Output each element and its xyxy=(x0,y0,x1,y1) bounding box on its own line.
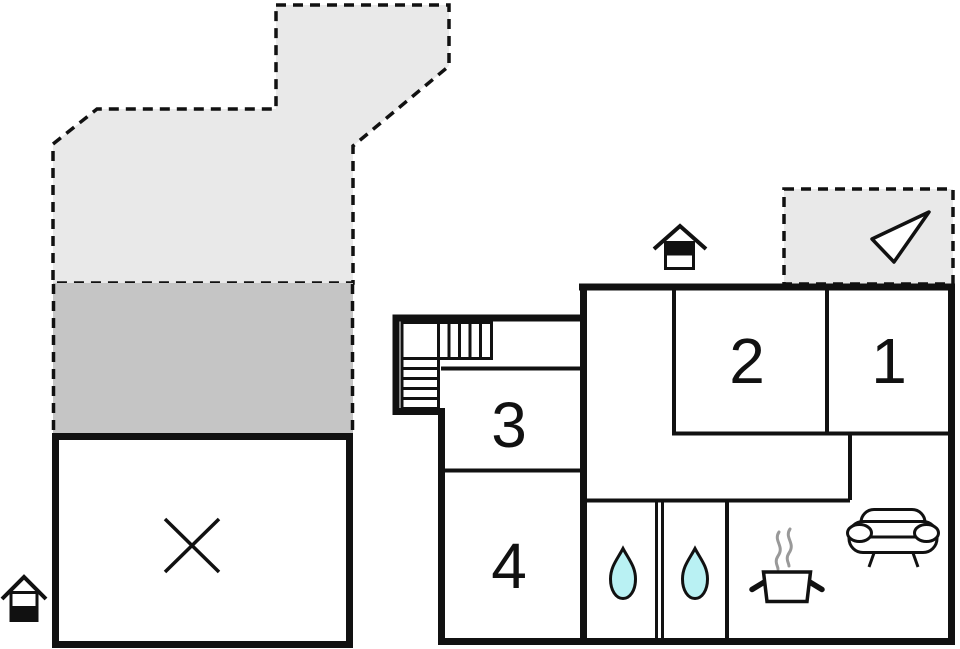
house-top-roof xyxy=(652,223,708,251)
terrace-lower-dashed-area xyxy=(51,283,355,433)
stairs-landing xyxy=(400,321,440,360)
terrace-topright-fill xyxy=(782,187,955,286)
stairs-lower-treads xyxy=(402,367,439,400)
closed-room xyxy=(52,433,353,648)
interior-walls xyxy=(441,287,950,642)
terrace-topright-dashed-area xyxy=(782,187,955,286)
stairs-upper-treads xyxy=(447,322,482,359)
room-1-label: 1 xyxy=(871,325,907,397)
house-top-dark-band xyxy=(665,242,694,256)
cooking-pot-icon xyxy=(749,527,825,604)
sofa-icon xyxy=(846,508,940,568)
terrace-upper-outline xyxy=(51,3,451,285)
x-mark-icon xyxy=(163,517,221,574)
stairs-upper-run xyxy=(437,321,493,360)
house-entrance-icon-bottom-left xyxy=(0,574,48,622)
closed-room-walls xyxy=(52,433,353,648)
room-labels: 1 2 3 4 xyxy=(491,325,907,602)
terrace-lower-fill xyxy=(53,283,353,433)
bathroom-icons xyxy=(608,545,710,601)
steam-line xyxy=(785,527,793,568)
sofa-armrest-left xyxy=(846,523,873,543)
sofa-legs xyxy=(867,552,920,568)
pot-body xyxy=(761,570,813,604)
stairs-lower-run xyxy=(400,357,440,410)
house-left-roof xyxy=(0,574,48,601)
room-2-label: 2 xyxy=(729,325,765,397)
stairs-icon xyxy=(400,321,493,410)
sofa-armrest-right xyxy=(913,523,940,543)
building-exterior-walls xyxy=(392,283,955,645)
north-arrow-icon xyxy=(870,210,931,264)
room-3-label: 3 xyxy=(491,389,527,461)
steam-line xyxy=(774,530,782,571)
water-drop-icon xyxy=(680,545,710,601)
water-drop-icon xyxy=(608,545,638,601)
room-4-label: 4 xyxy=(491,530,527,602)
house-left-dark-band xyxy=(11,606,37,621)
house-entrance-icon-top xyxy=(652,223,708,270)
terrace-upper-dashed-area xyxy=(51,3,451,285)
